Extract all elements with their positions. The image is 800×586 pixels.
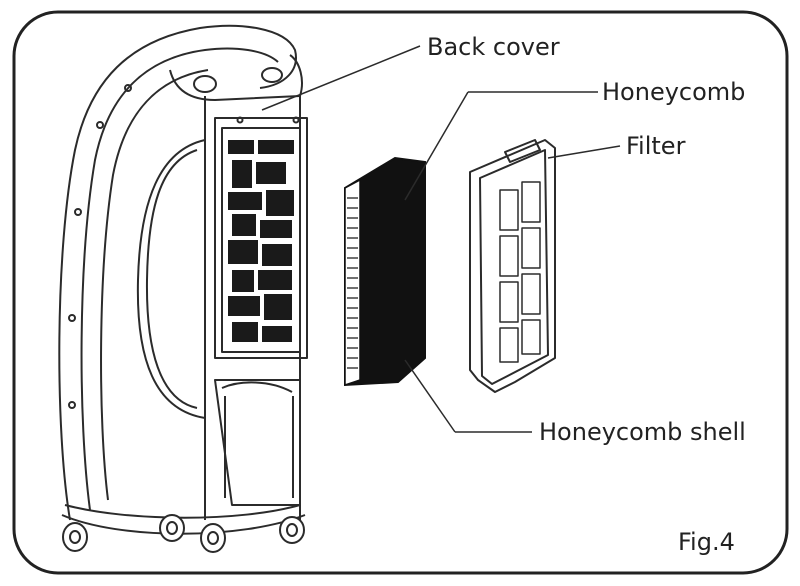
honeycomb-pad bbox=[344, 156, 426, 387]
filter-frame bbox=[469, 139, 556, 393]
caster-wheels bbox=[62, 514, 305, 553]
figure-frame bbox=[12, 10, 789, 575]
label-back-cover: Back cover bbox=[427, 33, 560, 61]
label-filter: Filter bbox=[626, 132, 686, 160]
label-honeycomb-shell: Honeycomb shell bbox=[539, 418, 746, 446]
air-cooler-body bbox=[58, 24, 308, 535]
figure-caption: Fig.4 bbox=[678, 528, 735, 556]
label-honeycomb: Honeycomb bbox=[602, 78, 746, 106]
back-panel-grille bbox=[228, 140, 294, 342]
leader-lines bbox=[261, 45, 621, 433]
